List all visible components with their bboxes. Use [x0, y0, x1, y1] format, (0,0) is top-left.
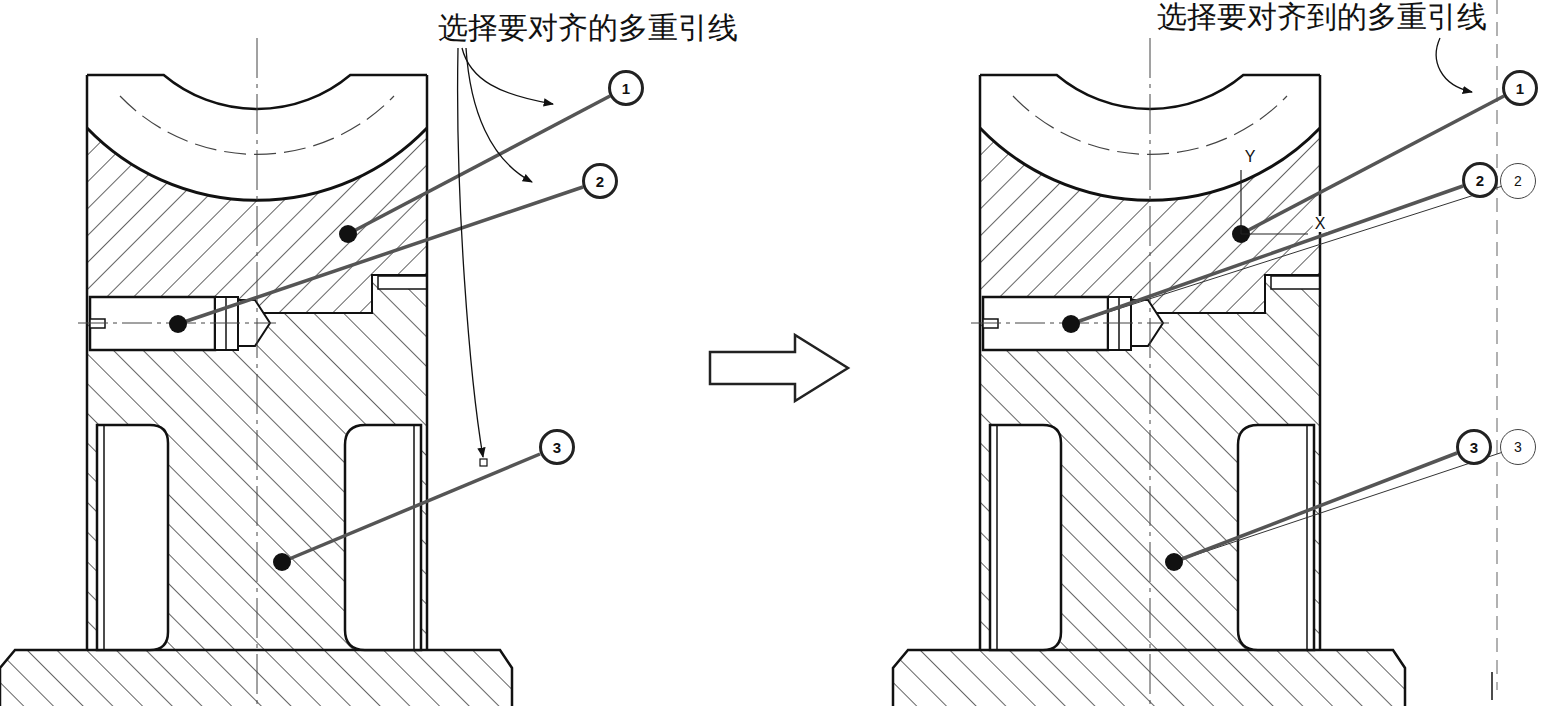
- bubble-circle: [584, 165, 617, 198]
- callout-bubble: 2: [1500, 163, 1536, 199]
- leader-dot: [339, 225, 357, 243]
- callout-number: 2: [1514, 174, 1522, 188]
- leader-line-aligned: [1071, 187, 1501, 325]
- bubble-circle: [541, 431, 574, 464]
- leader-dot: [273, 553, 291, 571]
- cursor-mark: [1491, 672, 1493, 700]
- leader-line: [1241, 96, 1504, 234]
- bubble-circle: [1501, 164, 1536, 199]
- callout-bubble: 1: [1502, 70, 1538, 106]
- pointer-curve: [458, 48, 483, 457]
- leader-dot: [1165, 553, 1183, 571]
- bubble-circle: [1464, 164, 1497, 197]
- bubble-circle: [1501, 430, 1536, 465]
- axis-label: X: [1313, 216, 1328, 232]
- callout-bubble: 2: [582, 163, 618, 199]
- callout-number: 3: [1514, 440, 1522, 454]
- annotation-text: 选择要对齐到的多重引线: [1157, 2, 1487, 32]
- leader-dot: [169, 315, 187, 333]
- ucs-axis: [1240, 170, 1241, 234]
- bubble-circle: [1504, 72, 1537, 105]
- leader-line: [282, 454, 540, 562]
- bubble-circle: [1458, 431, 1491, 464]
- transition-arrow: [710, 335, 848, 401]
- pointer-curve: [466, 48, 532, 182]
- annotation-text: 选择要对齐的多重引线: [438, 13, 738, 43]
- pointer-curve: [462, 48, 553, 104]
- right-view: [893, 38, 1405, 706]
- left-view: [0, 38, 512, 706]
- callout-number: 3: [553, 440, 561, 455]
- leader-line-aligned: [1174, 453, 1501, 562]
- callout-bubble: 2: [1462, 162, 1498, 198]
- leader-line: [178, 187, 583, 324]
- bubble-circle: [610, 72, 643, 105]
- callout-number: 1: [1516, 81, 1524, 96]
- axis-label: Y: [1243, 149, 1258, 165]
- callout-number: 2: [596, 174, 604, 189]
- grip-square: [480, 459, 487, 466]
- callout-bubble: 3: [539, 429, 575, 465]
- leader-dot: [1062, 315, 1080, 333]
- callout-bubble: 3: [1456, 429, 1492, 465]
- leader-line: [1174, 453, 1457, 562]
- alignment-guide: [1496, 0, 1497, 690]
- callout-bubble: 1: [608, 70, 644, 106]
- leader-line: [1071, 186, 1463, 324]
- callout-number: 2: [1476, 173, 1484, 188]
- ucs-axis: [1241, 233, 1308, 234]
- pointer-curve: [1436, 38, 1472, 92]
- callout-number: 1: [622, 81, 630, 96]
- callout-number: 3: [1470, 440, 1478, 455]
- callout-bubble: 3: [1500, 429, 1536, 465]
